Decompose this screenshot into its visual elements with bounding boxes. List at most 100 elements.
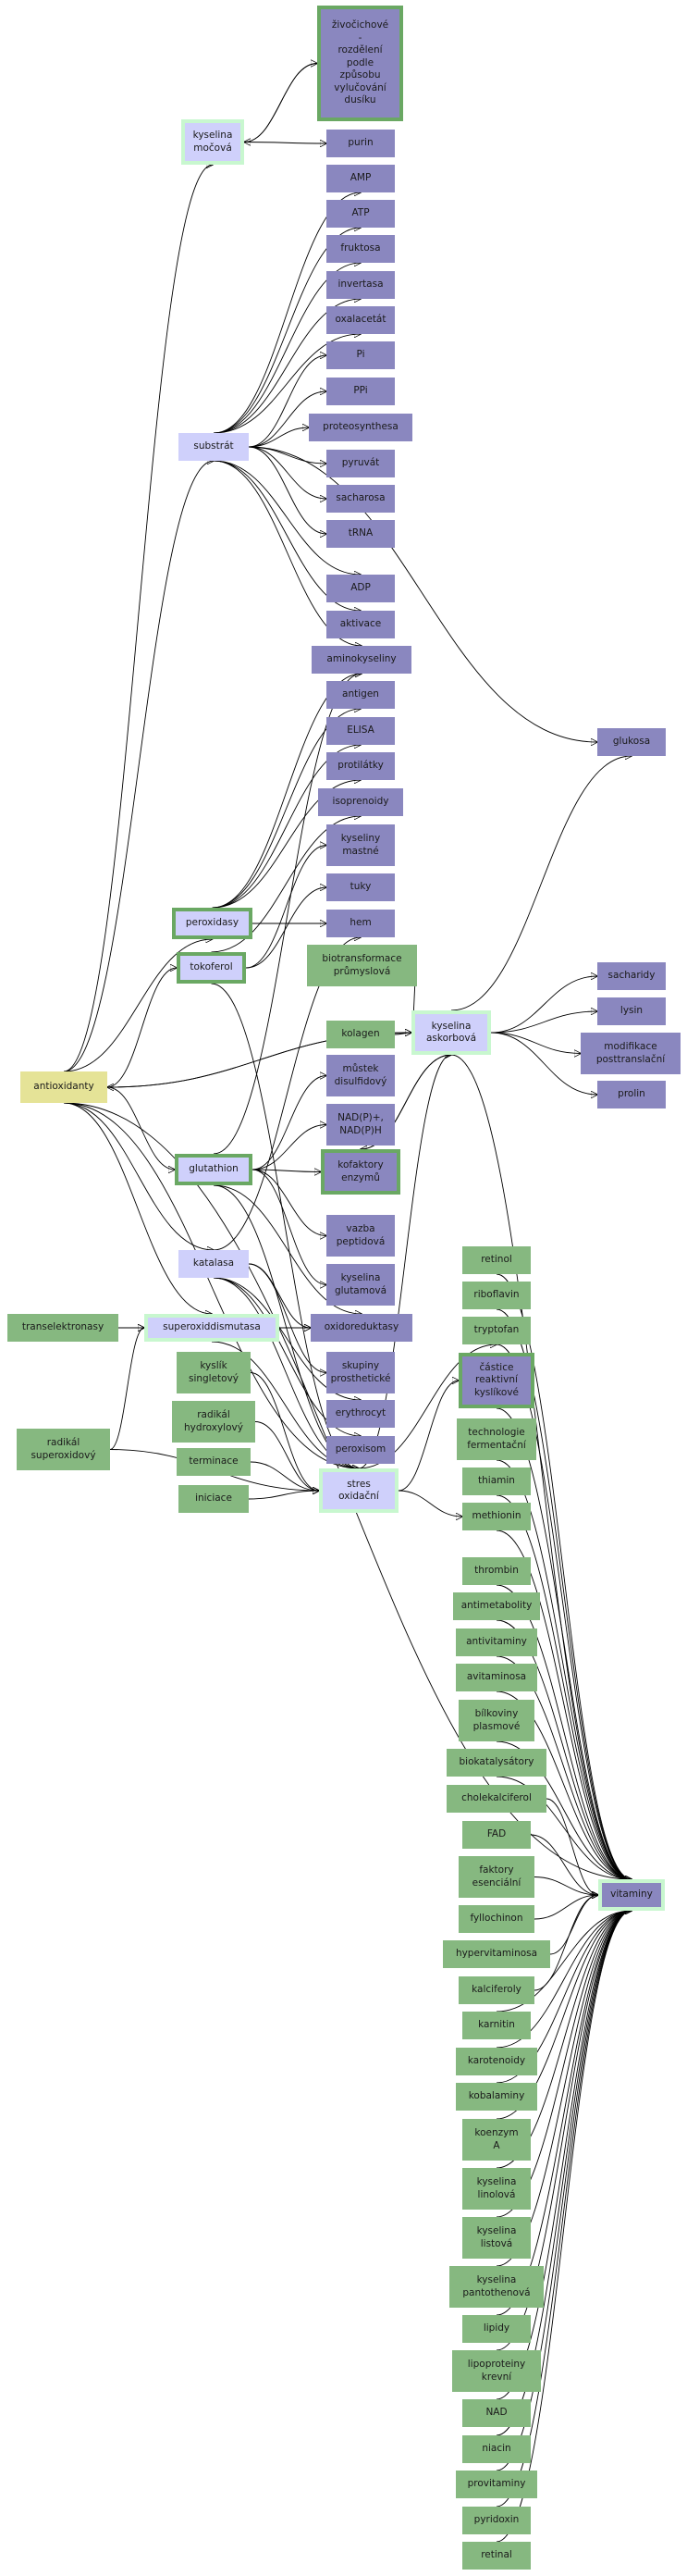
node-aktivace[interactable]: aktivace (326, 611, 395, 638)
node-isoprenoidy[interactable]: isoprenoidy (318, 788, 403, 816)
node-oxalacetat[interactable]: oxalacetát (326, 306, 395, 334)
node-technologie[interactable]: technologie fermentační (457, 1418, 536, 1460)
node-methionin[interactable]: methionin (462, 1503, 531, 1530)
edge-substrat-to-adp (213, 460, 361, 575)
node-koenzym[interactable]: koenzym A (462, 2119, 531, 2161)
node-proteosynthesa[interactable]: proteosynthesa (309, 414, 412, 441)
edge-glutathion-to-kofaktory (251, 1170, 321, 1172)
node-antioxidanty[interactable]: antioxidanty (20, 1071, 107, 1103)
node-lysin[interactable]: lysin (597, 997, 666, 1025)
node-prolin[interactable]: prolin (597, 1081, 666, 1108)
edge-peroxidasy-to-protilatky (212, 780, 362, 909)
node-thiamin[interactable]: thiamin (462, 1468, 531, 1495)
node-biotransformace[interactable]: biotransformace průmyslová (307, 945, 417, 986)
edge-methionin-to-vitaminy (496, 1530, 632, 1879)
node-kyselina-glutamova[interactable]: kyselina glutamová (326, 1264, 395, 1306)
node-vitaminy[interactable]: vitaminy (598, 1879, 665, 1911)
node-fyllochinon[interactable]: fyllochinon (459, 1905, 534, 1933)
node-kyselina-mocova[interactable]: kyselina močová (181, 119, 244, 165)
node-sacharosa[interactable]: sacharosa (326, 485, 395, 513)
node-niacin[interactable]: niacin (462, 2435, 531, 2463)
node-transelektronasy[interactable]: transelektronasy (7, 1314, 118, 1342)
edge-biokatalysatory-to-vitaminy (496, 1776, 632, 1879)
node-nadp[interactable]: NAD(P)+, NAD(P)H (326, 1104, 395, 1146)
edge-antioxidanty-to-kyselina-mocova (63, 165, 213, 1072)
node-erythrocyt[interactable]: erythrocyt (326, 1400, 395, 1428)
node-modifikace[interactable]: modifikace posttranslační (581, 1033, 681, 1074)
node-faktory[interactable]: faktory esenciální (459, 1856, 534, 1898)
node-kyselina-pantothenova[interactable]: kyselina pantothenová (449, 2266, 544, 2308)
node-pi[interactable]: Pi (326, 341, 395, 369)
node-radikal-hydroxylovy[interactable]: radikál hydroxylový (172, 1401, 255, 1443)
node-radikal-superoxidovy[interactable]: radikál superoxidový (17, 1429, 110, 1470)
node-cholekalciferol[interactable]: cholekalciferol (447, 1785, 546, 1813)
edge-kyselina-askorbova-to-lysin (490, 1011, 597, 1034)
node-fad[interactable]: FAD (462, 1821, 531, 1849)
node-oxidoreduktasy[interactable]: oxidoreduktasy (311, 1314, 412, 1342)
node-nad[interactable]: NAD (462, 2399, 531, 2427)
node-protilatky[interactable]: protilátky (326, 752, 395, 780)
node-biokatalysatory[interactable]: biokatalysátory (447, 1749, 546, 1777)
node-tuky[interactable]: tuky (326, 873, 395, 901)
node-hypervitaminosa[interactable]: hypervitaminosa (443, 1940, 550, 1968)
node-kyseliny-mastne[interactable]: kyseliny mastné (326, 824, 395, 866)
node-peroxisom[interactable]: peroxisom (326, 1436, 395, 1464)
node-lipidy[interactable]: lipidy (462, 2315, 531, 2343)
node-katalasa[interactable]: katalasa (178, 1250, 249, 1278)
node-provitaminy[interactable]: provitaminy (456, 2471, 537, 2498)
node-retinol[interactable]: retinol (462, 1246, 531, 1274)
node-glukosa[interactable]: glukosa (597, 728, 666, 756)
node-kyselina-listova[interactable]: kyselina listová (462, 2217, 531, 2259)
node-iniciace[interactable]: iniciace (178, 1485, 249, 1513)
node-stres[interactable]: stres oxidační (319, 1468, 399, 1513)
node-kyselina-askorbova[interactable]: kyselina askorbová (411, 1010, 491, 1055)
node-fruktosa[interactable]: fruktosa (326, 235, 395, 263)
node-antivitaminy[interactable]: antivitaminy (456, 1629, 537, 1656)
node-antigen[interactable]: antigen (326, 681, 395, 709)
node-invertasa[interactable]: invertasa (326, 271, 395, 299)
node-atp[interactable]: ATP (326, 200, 395, 228)
node-skupiny[interactable]: skupiny prosthetické (326, 1352, 395, 1393)
node-antimetabolity[interactable]: antimetabolity (453, 1592, 540, 1620)
node-karnitin[interactable]: karnitin (462, 2012, 531, 2039)
node-avitaminosa[interactable]: avitaminosa (456, 1664, 537, 1691)
node-mustek[interactable]: můstek disulfidový (326, 1055, 395, 1096)
node-amp[interactable]: AMP (326, 165, 395, 192)
node-aminokyseliny[interactable]: aminokyseliny (312, 646, 411, 674)
node-kolagen[interactable]: kolagen (326, 1021, 395, 1048)
node-glutathion[interactable]: glutathion (175, 1154, 252, 1185)
node-retinal[interactable]: retinal (462, 2542, 531, 2570)
node-purin[interactable]: purin (326, 130, 395, 157)
node-tokoferol[interactable]: tokoferol (177, 952, 246, 984)
node-peroxidasy[interactable]: peroxidasy (172, 908, 252, 939)
edge-substrat-to-ppi (248, 391, 326, 448)
edge-glutathion-to-nadp (251, 1125, 326, 1170)
node-kofaktory[interactable]: kofaktory enzymů (321, 1149, 400, 1195)
node-thrombin[interactable]: thrombin (462, 1557, 531, 1585)
node-zivocichove[interactable]: živočichové - rozdělení podle způsobu vy… (317, 6, 403, 121)
node-kyslik[interactable]: kyslík singletový (177, 1352, 251, 1393)
node-riboflavin[interactable]: riboflavin (462, 1282, 531, 1309)
node-pyruvat[interactable]: pyruvát (326, 450, 395, 477)
node-pyridoxin[interactable]: pyridoxin (462, 2507, 531, 2534)
node-sacharidy[interactable]: sacharidy (597, 962, 666, 990)
node-superoxiddismutasa[interactable]: superoxiddismutasa (144, 1314, 279, 1342)
node-kobalaminy[interactable]: kobalaminy (456, 2083, 537, 2111)
node-tryptofan[interactable]: tryptofan (462, 1317, 531, 1344)
node-castice[interactable]: částice reaktivní kyslíkové (459, 1353, 534, 1408)
node-elisa[interactable]: ELISA (326, 717, 395, 745)
node-ppi[interactable]: PPi (326, 378, 395, 405)
edge-kyslik-to-stres (250, 1372, 319, 1492)
node-trna[interactable]: tRNA (326, 520, 395, 548)
node-kyselina-linolova[interactable]: kyselina linolová (462, 2168, 531, 2210)
node-vazba[interactable]: vazba peptidová (326, 1215, 395, 1257)
node-substrat[interactable]: substrát (178, 433, 249, 461)
node-karotenoidy[interactable]: karotenoidy (456, 2048, 537, 2075)
node-hem[interactable]: hem (326, 910, 395, 937)
node-bilkoviny[interactable]: bílkoviny plasmové (459, 1700, 534, 1741)
node-kalciferoly[interactable]: kalciferoly (459, 1976, 534, 2004)
node-adp[interactable]: ADP (326, 575, 395, 602)
node-lipoproteiny[interactable]: lipoproteiny krevní (452, 2350, 541, 2392)
node-terminace[interactable]: terminace (177, 1448, 251, 1476)
